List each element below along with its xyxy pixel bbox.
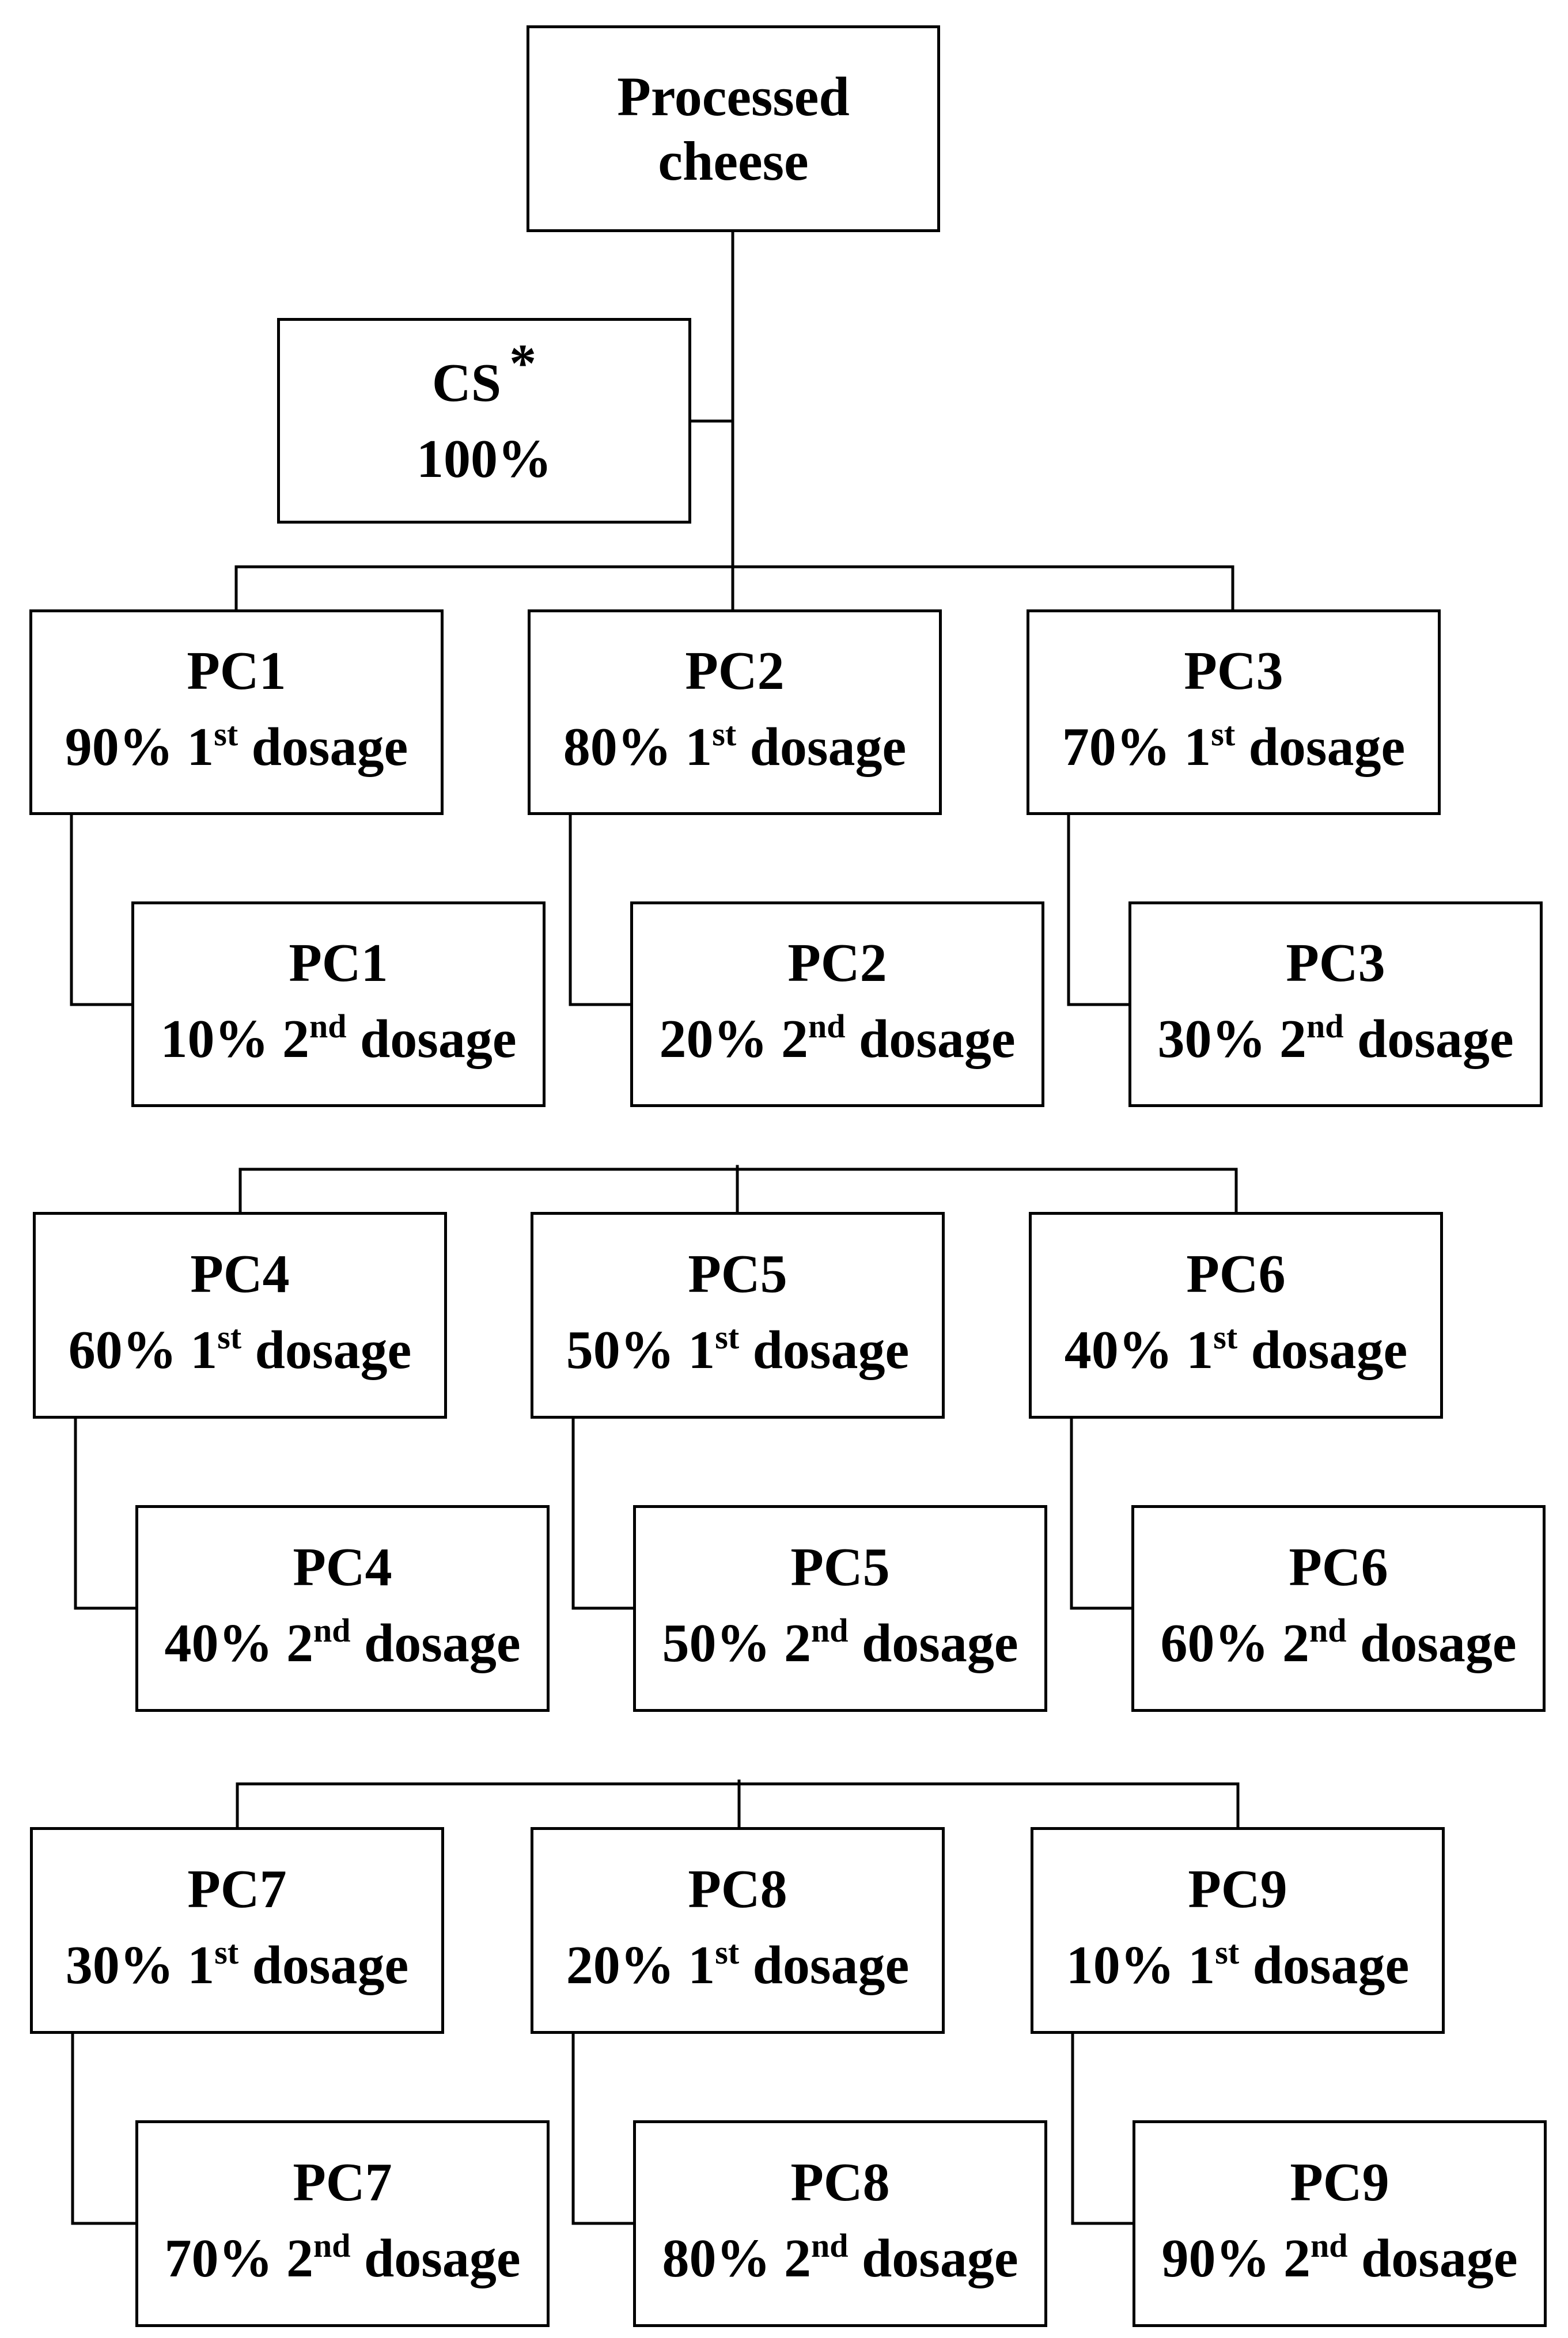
dosage-word: dosage bbox=[1251, 1320, 1408, 1380]
pc1-second-percent: 10% 2 bbox=[160, 1009, 309, 1069]
ordinal-suffix: st bbox=[715, 1933, 740, 1971]
pc1-second-dosage-box: PC1 10% 2nd dosage bbox=[131, 901, 546, 1107]
ordinal-suffix: st bbox=[1215, 1933, 1240, 1971]
dosage-word: dosage bbox=[363, 2228, 521, 2288]
pc5-second-percent: 50% 2 bbox=[662, 1613, 811, 1673]
pc6-second-dosage-box: PC6 60% 2nd dosage bbox=[1131, 1505, 1546, 1712]
pc5-second-name: PC5 bbox=[790, 1537, 890, 1597]
pc2-first-percent: 80% 1 bbox=[563, 717, 713, 777]
dosage-word: dosage bbox=[363, 1613, 521, 1673]
dosage-word: dosage bbox=[752, 1320, 910, 1380]
pc4-second-percent: 40% 2 bbox=[164, 1613, 313, 1673]
root-title-line2: cheese bbox=[658, 130, 809, 192]
pc8-second-percent: 80% 2 bbox=[662, 2228, 811, 2288]
pc6-second-percent: 60% 2 bbox=[1160, 1613, 1309, 1673]
pc2-first-name: PC2 bbox=[685, 641, 785, 701]
dosage-word: dosage bbox=[359, 1009, 517, 1069]
ordinal-suffix: st bbox=[217, 1318, 242, 1356]
ordinal-suffix: st bbox=[1211, 715, 1236, 753]
dosage-word: dosage bbox=[251, 717, 408, 777]
pc9-second-percent: 90% 2 bbox=[1161, 2228, 1311, 2288]
pc4-second-dosage-box: PC4 40% 2nd dosage bbox=[135, 1505, 550, 1712]
ordinal-suffix: st bbox=[715, 1318, 740, 1356]
dosage-word: dosage bbox=[858, 1009, 1016, 1069]
ordinal-suffix: nd bbox=[808, 1007, 846, 1045]
pc4-first-name: PC4 bbox=[190, 1244, 290, 1304]
root-title-line1: Processed bbox=[617, 65, 850, 127]
pc9-first-percent: 10% 1 bbox=[1066, 1935, 1215, 1995]
dosage-word: dosage bbox=[749, 717, 907, 777]
dosage-word: dosage bbox=[252, 1935, 409, 1995]
pc8-first-name: PC8 bbox=[688, 1859, 787, 1919]
pc4-first-percent: 60% 1 bbox=[68, 1320, 218, 1380]
pc2-second-dosage-box: PC2 20% 2nd dosage bbox=[630, 901, 1044, 1107]
dosage-word: dosage bbox=[255, 1320, 412, 1380]
pc2-first-dosage-box: PC2 80% 1st dosage bbox=[528, 609, 942, 815]
ordinal-suffix: st bbox=[1213, 1318, 1238, 1356]
pc6-first-dosage-box: PC6 40% 1st dosage bbox=[1029, 1212, 1443, 1419]
dosage-word: dosage bbox=[1361, 2228, 1518, 2288]
pc4-second-name: PC4 bbox=[293, 1537, 392, 1597]
control-name: CS bbox=[431, 353, 502, 413]
pc5-first-dosage-box: PC5 50% 1st dosage bbox=[531, 1212, 945, 1419]
ordinal-suffix: nd bbox=[1310, 2226, 1348, 2264]
ordinal-suffix: st bbox=[214, 1933, 239, 1971]
dosage-word: dosage bbox=[861, 1613, 1018, 1673]
dosage-word: dosage bbox=[1357, 1009, 1514, 1069]
pc1-second-name: PC1 bbox=[289, 933, 388, 993]
ordinal-suffix: nd bbox=[810, 1611, 849, 1649]
pc3-first-dosage-box: PC3 70% 1st dosage bbox=[1027, 609, 1441, 815]
pc3-second-percent: 30% 2 bbox=[1157, 1009, 1306, 1069]
pc1-first-percent: 90% 1 bbox=[65, 717, 214, 777]
pc8-first-percent: 20% 1 bbox=[566, 1935, 715, 1995]
ordinal-suffix: st bbox=[214, 715, 238, 753]
pc9-first-name: PC9 bbox=[1188, 1859, 1287, 1919]
pc3-second-name: PC3 bbox=[1286, 933, 1385, 993]
pc6-second-name: PC6 bbox=[1289, 1537, 1388, 1597]
pc9-second-name: PC9 bbox=[1290, 2152, 1389, 2212]
pc9-second-dosage-box: PC9 90% 2nd dosage bbox=[1133, 2120, 1547, 2327]
ordinal-suffix: nd bbox=[309, 1007, 347, 1045]
pc3-first-percent: 70% 1 bbox=[1062, 717, 1211, 777]
pc6-first-percent: 40% 1 bbox=[1064, 1320, 1214, 1380]
pc7-first-name: PC7 bbox=[187, 1859, 287, 1919]
pc4-first-dosage-box: PC4 60% 1st dosage bbox=[33, 1212, 447, 1419]
ordinal-suffix: nd bbox=[1306, 1007, 1344, 1045]
pc1-first-name: PC1 bbox=[187, 641, 286, 701]
pc6-first-name: PC6 bbox=[1186, 1244, 1286, 1304]
pc9-first-dosage-box: PC9 10% 1st dosage bbox=[1031, 1827, 1445, 2034]
ordinal-suffix: nd bbox=[313, 1611, 351, 1649]
pc5-first-name: PC5 bbox=[688, 1244, 787, 1304]
pc3-second-dosage-box: PC3 30% 2nd dosage bbox=[1128, 901, 1543, 1107]
pc8-second-name: PC8 bbox=[790, 2152, 890, 2212]
pc2-second-percent: 20% 2 bbox=[659, 1009, 808, 1069]
ordinal-suffix: nd bbox=[1309, 1611, 1347, 1649]
dosage-word: dosage bbox=[752, 1935, 910, 1995]
pc5-first-percent: 50% 1 bbox=[566, 1320, 715, 1380]
dosage-word: dosage bbox=[861, 2228, 1018, 2288]
pc7-second-dosage-box: PC7 70% 2nd dosage bbox=[135, 2120, 550, 2327]
dosage-word: dosage bbox=[1248, 717, 1406, 777]
pc8-first-dosage-box: PC8 20% 1st dosage bbox=[531, 1827, 945, 2034]
pc7-first-percent: 30% 1 bbox=[65, 1935, 215, 1995]
ordinal-suffix: nd bbox=[810, 2226, 849, 2264]
ordinal-suffix: nd bbox=[313, 2226, 351, 2264]
pc2-second-name: PC2 bbox=[787, 933, 887, 993]
pc7-first-dosage-box: PC7 30% 1st dosage bbox=[30, 1827, 444, 2034]
dosage-word: dosage bbox=[1359, 1613, 1517, 1673]
pc5-second-dosage-box: PC5 50% 2nd dosage bbox=[633, 1505, 1047, 1712]
pc7-second-percent: 70% 2 bbox=[164, 2228, 313, 2288]
control-marker: * bbox=[509, 333, 537, 393]
pc1-first-dosage-box: PC1 90% 1st dosage bbox=[29, 609, 444, 815]
ordinal-suffix: st bbox=[712, 715, 737, 753]
control-percent: 100% bbox=[416, 429, 552, 489]
dosage-word: dosage bbox=[1252, 1935, 1410, 1995]
control-sample-box: CS* 100% bbox=[277, 318, 691, 524]
processed-cheese-box: Processed cheese bbox=[527, 25, 940, 232]
pc7-second-name: PC7 bbox=[293, 2152, 392, 2212]
pc3-first-name: PC3 bbox=[1184, 641, 1283, 701]
pc8-second-dosage-box: PC8 80% 2nd dosage bbox=[633, 2120, 1047, 2327]
